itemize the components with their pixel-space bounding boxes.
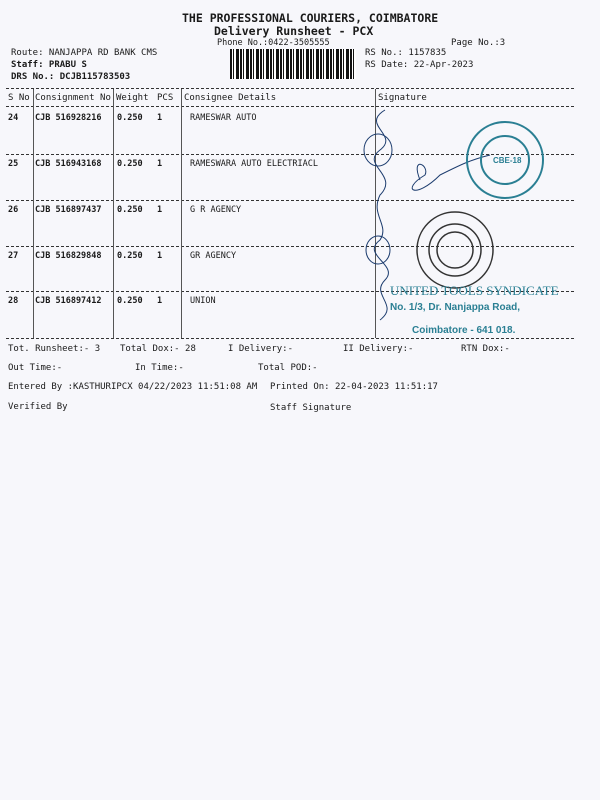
divider — [6, 246, 574, 247]
consignee: RAMESWARA AUTO ELECTRIACL — [190, 159, 318, 169]
col-signature: Signature — [378, 93, 427, 103]
table-row: 26 CJB 516897437 0.250 1 G R AGENCY — [0, 200, 380, 246]
sno: 24 — [8, 113, 19, 123]
consignment-number: CJB 516897412 — [35, 296, 102, 306]
sno: 26 — [8, 205, 19, 215]
out-time: Out Time:- — [8, 363, 63, 373]
consignee: G R AGENCY — [190, 205, 242, 215]
signature-scribble — [363, 109, 491, 321]
total-runsheet: Tot. Runsheet:- 3 — [8, 344, 101, 354]
sno: 25 — [8, 159, 19, 169]
weight: 0.250 — [117, 113, 143, 123]
verified-by: Verified By — [8, 402, 68, 412]
divider — [6, 200, 574, 201]
table-row: 25 CJB 516943168 0.250 1 RAMESWARA AUTO ELEC… — [0, 154, 380, 200]
consignment-number: CJB 516928216 — [35, 113, 102, 123]
col-consignment: Consignment No — [35, 93, 111, 103]
column-divider — [181, 89, 182, 338]
column-divider — [113, 89, 114, 338]
total-pod: Total POD:- — [258, 363, 318, 373]
route: Route: NANJAPPA RD BANK CMS — [11, 48, 158, 58]
table-row: 28 CJB 516897412 0.250 1 UNION — [0, 291, 380, 337]
col-pcs: PCS — [157, 93, 174, 103]
weight: 0.250 — [117, 159, 143, 169]
printed-on: Printed On: 22-04-2023 11:51:17 — [270, 382, 438, 392]
rtn-dox: RTN Dox:- — [461, 344, 510, 354]
consignee: UNION — [190, 296, 216, 306]
weight: 0.250 — [117, 205, 143, 215]
in-time: In Time:- — [135, 363, 184, 373]
consignment-number: CJB 516943168 — [35, 159, 102, 169]
table-row: 24 CJB 516928216 0.250 1 RAMESWAR AUTO — [0, 108, 380, 154]
svg-text:No. 1/3, Dr. Nanjappa Road,: No. 1/3, Dr. Nanjappa Road, — [390, 302, 520, 313]
rs-number: RS No.: 1157835 — [365, 48, 447, 58]
drs-number: DRS No.: DCJB115783503 — [11, 72, 131, 82]
united-tools-stamp-name: UNITED TOOLS SYNDICATE — [390, 283, 559, 298]
col-sno: S No — [8, 93, 30, 103]
gr-agency-stamp — [416, 211, 494, 289]
i-delivery: I Delivery:- — [228, 344, 294, 354]
consignment-number: CJB 516829848 — [35, 251, 102, 261]
consignee: GR AGENCY — [190, 251, 237, 261]
consignment-number: CJB 516897437 — [35, 205, 102, 215]
divider — [6, 154, 574, 155]
staff: Staff: PRABU S — [11, 60, 87, 70]
col-weight: Weight — [116, 93, 149, 103]
divider — [6, 106, 574, 107]
column-divider — [33, 89, 34, 338]
document-title: Delivery Runsheet - PCX — [214, 24, 374, 38]
ii-delivery: II Delivery:- — [343, 344, 414, 354]
total-dox: Total Dox:- 28 — [120, 344, 196, 354]
signatures-and-stamps: CBE-18 UNITED TOOLS SYNDICATE No. 1/3, D… — [363, 109, 559, 336]
pcs: 1 — [157, 113, 163, 123]
sno: 28 — [8, 296, 19, 306]
weight: 0.250 — [117, 296, 143, 306]
divider — [6, 88, 574, 89]
pcs: 1 — [157, 251, 163, 261]
pcs: 1 — [157, 159, 163, 169]
pcs: 1 — [157, 296, 163, 306]
staff-signature: Staff Signature — [270, 403, 352, 413]
consignee: RAMESWAR AUTO — [190, 113, 257, 123]
col-consignee: Consignee Details — [184, 93, 277, 103]
barcode — [230, 49, 356, 79]
sno: 27 — [8, 251, 19, 261]
stamp-cbe18: CBE-18 — [493, 156, 522, 165]
column-divider — [375, 89, 376, 338]
company-name: THE PROFESSIONAL COURIERS, COIMBATORE — [182, 11, 439, 25]
divider — [6, 291, 574, 292]
divider — [6, 338, 574, 339]
pcs: 1 — [157, 205, 163, 215]
phone-number: Phone No.:0422-3505555 — [217, 38, 330, 48]
weight: 0.250 — [117, 251, 143, 261]
entered-by: Entered By :KASTHURIPCX 04/22/2023 11:51… — [8, 382, 258, 392]
table-row: 27 CJB 516829848 0.250 1 GR AGENCY — [0, 246, 380, 292]
page-number: Page No.:3 — [451, 38, 506, 48]
svg-text:Coimbatore - 641 018.: Coimbatore - 641 018. — [412, 325, 516, 336]
rameswara-stamp — [466, 121, 544, 199]
rs-date: RS Date: 22-Apr-2023 — [365, 60, 474, 70]
